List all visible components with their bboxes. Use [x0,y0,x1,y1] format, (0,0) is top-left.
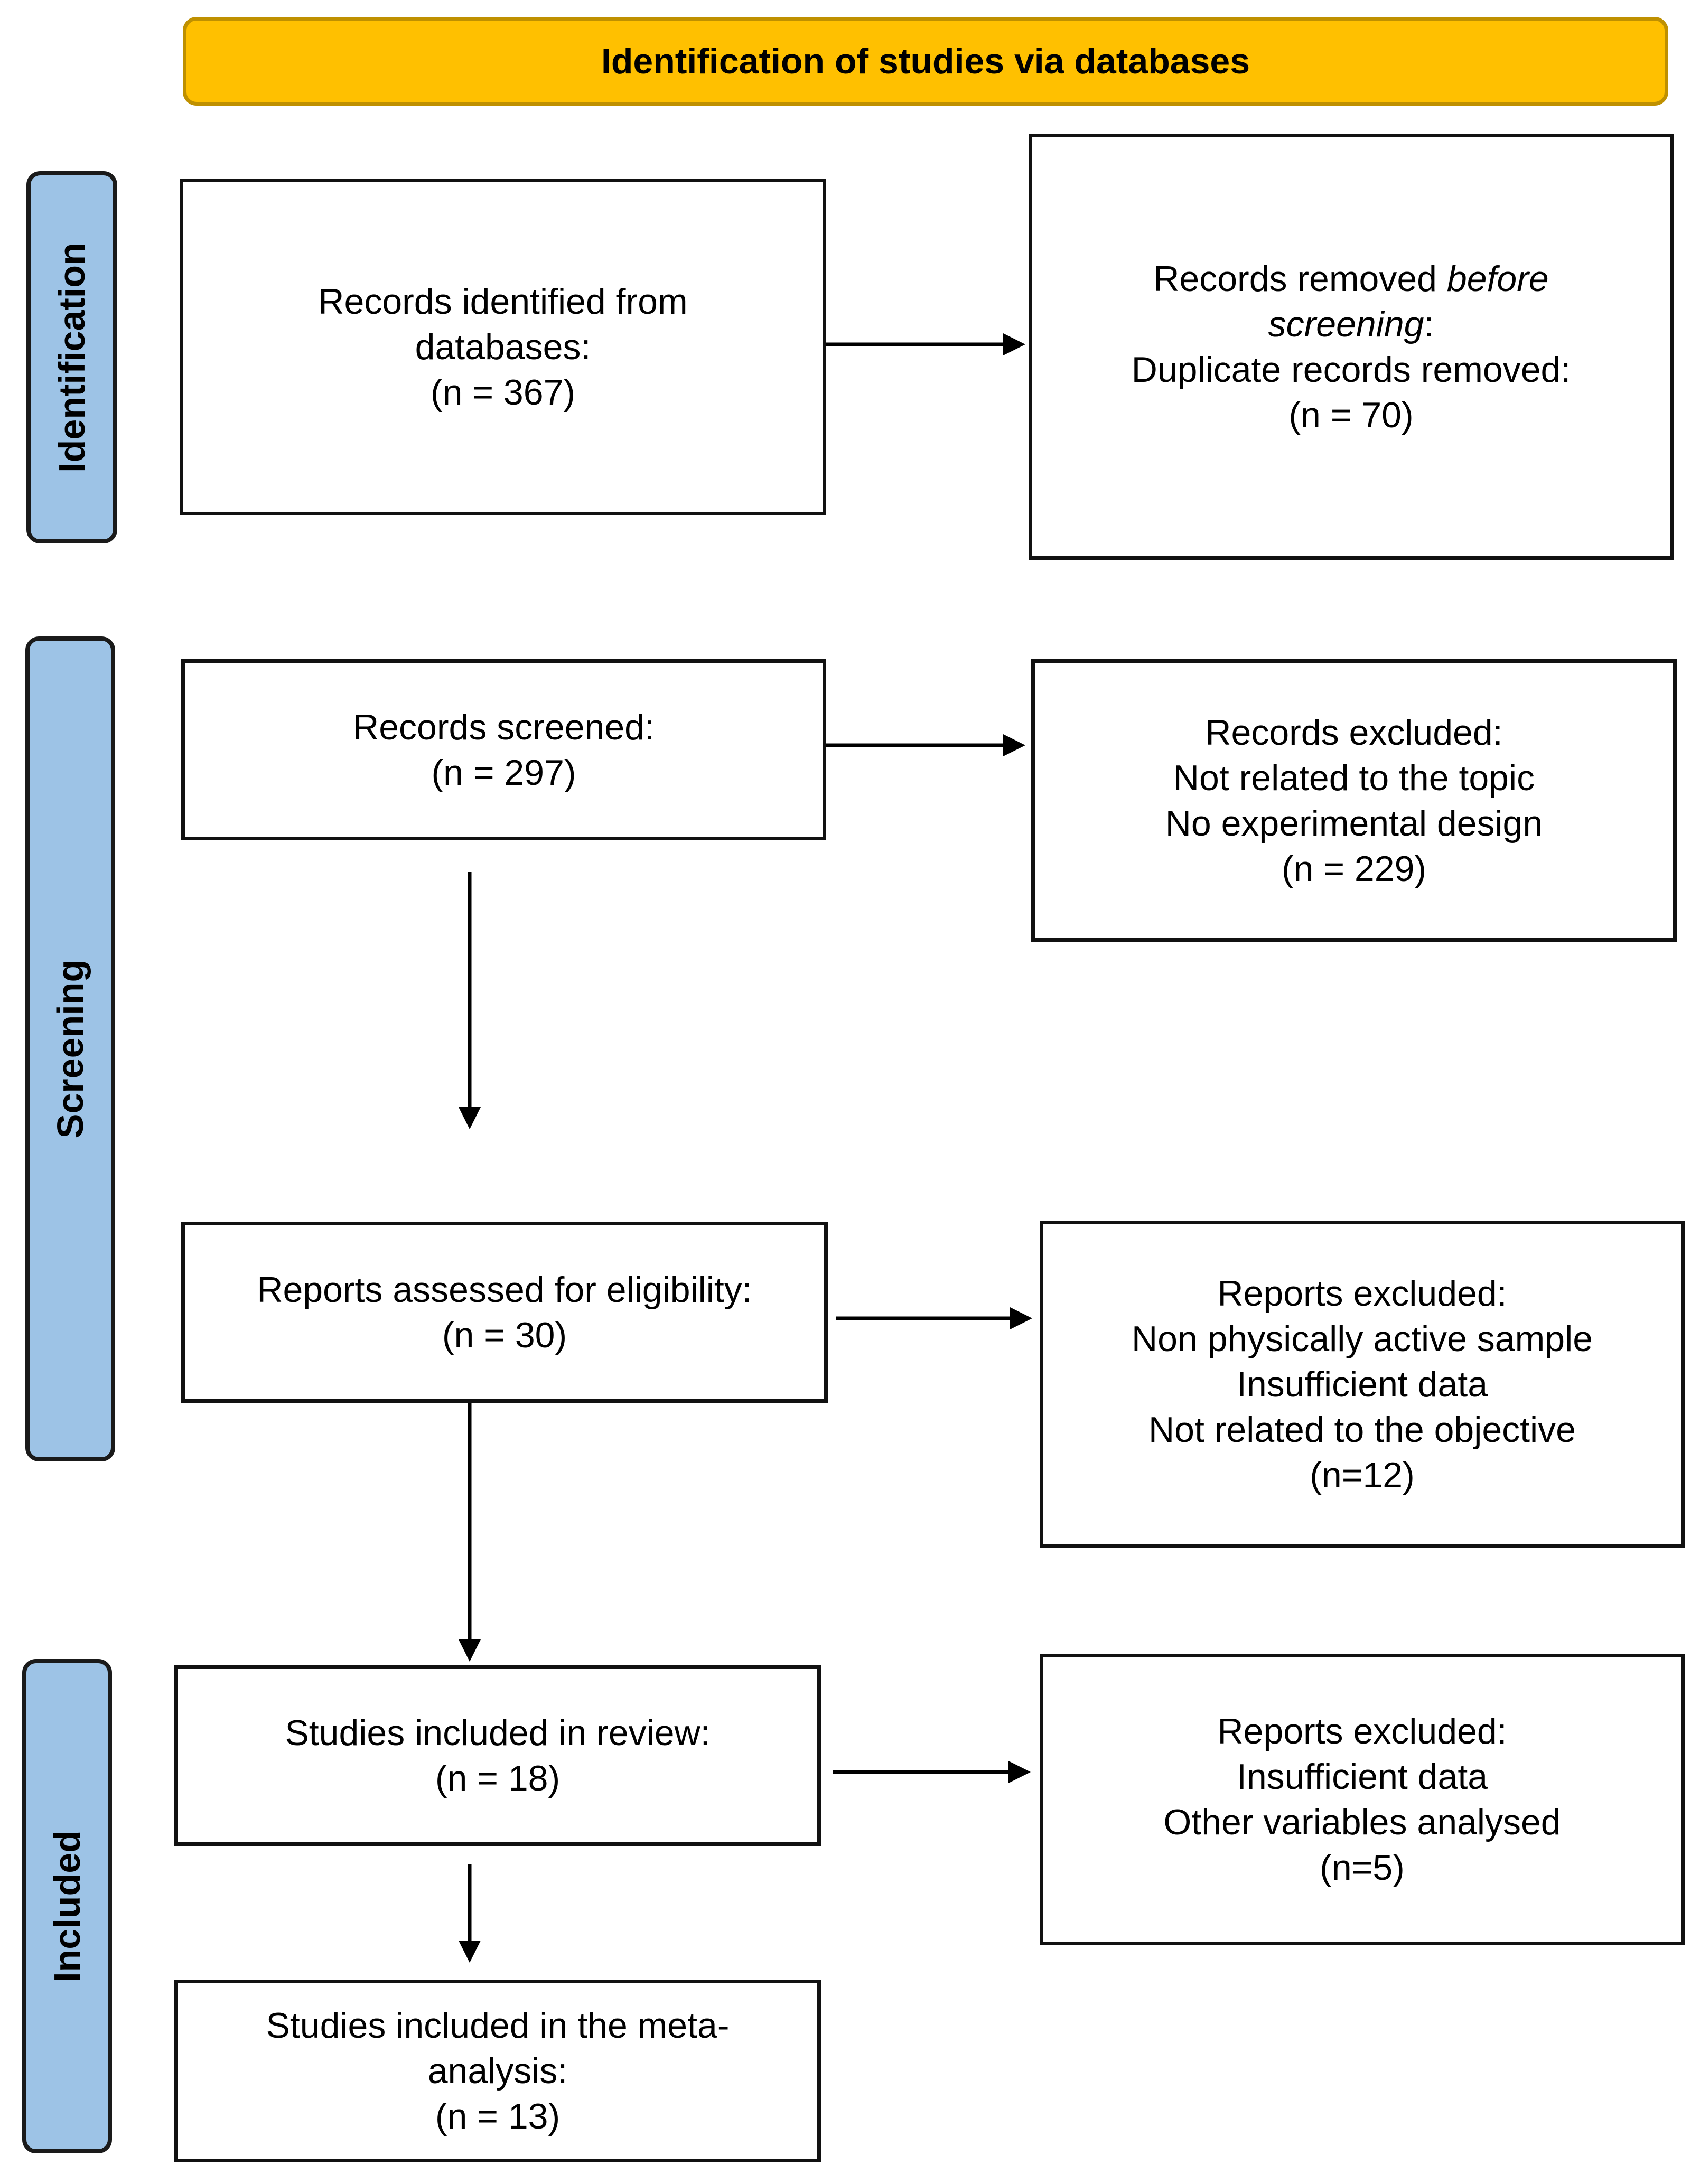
box-text: Records removed before [1153,256,1548,302]
box-text: Duplicate records removed: [1131,349,1571,390]
box-records-removed: Records removed before screening: Duplic… [1029,134,1674,560]
box-text: (n = 367) [430,372,576,413]
box-text: (n=5) [1320,1848,1405,1888]
box-text: (n = 18) [435,1758,561,1798]
text-segment: : [1424,304,1434,344]
box-reports-excluded-2: Reports excluded: Insufficient data Othe… [1040,1654,1685,1945]
box-text: Studies included in the meta- [266,2005,730,2046]
box-text: Records screened: [353,707,655,747]
box-studies-meta: Studies included in the meta- analysis: … [174,1980,821,2162]
box-text: databases: [415,327,591,367]
phase-identification: Identification [26,171,117,543]
box-text: No experimental design [1165,803,1543,843]
box-records-excluded: Records excluded: Not related to the top… [1031,659,1677,942]
box-text: screening: [1268,302,1434,347]
box-text: Not related to the topic [1173,757,1535,798]
header-banner: Identification of studies via databases [183,17,1668,106]
box-records-identified: Records identified from databases: (n = … [180,179,826,515]
text-segment-italic: screening [1268,304,1424,344]
box-records-screened: Records screened: (n = 297) [181,659,826,840]
header-title: Identification of studies via databases [601,41,1250,81]
box-text: (n = 13) [435,2096,561,2136]
phase-included: Included [22,1659,112,2153]
box-text: Non physically active sample [1131,1319,1593,1359]
text-segment-italic: before [1446,258,1549,299]
box-text: Studies included in review: [285,1712,711,1753]
box-text: (n=12) [1310,1455,1415,1495]
box-text: (n = 229) [1281,848,1427,889]
box-reports-assessed: Reports assessed for eligibility: (n = 3… [181,1222,828,1403]
box-text: Reports excluded: [1217,1273,1507,1314]
box-text: Records excluded: [1205,712,1503,753]
box-studies-review: Studies included in review: (n = 18) [174,1665,821,1846]
box-reports-excluded-1: Reports excluded: Non physically active … [1040,1221,1685,1548]
box-text: analysis: [427,2051,568,2091]
text-segment: Records removed [1153,258,1447,299]
box-text: Insufficient data [1236,1757,1488,1797]
box-text: (n = 30) [442,1315,567,1355]
box-text: Insufficient data [1236,1364,1488,1404]
box-text: (n = 297) [431,752,576,793]
box-text: Not related to the objective [1148,1410,1576,1450]
box-text: Records identified from [318,282,688,322]
box-text: (n = 70) [1288,395,1414,435]
phase-screening: Screening [25,636,115,1461]
box-text: Reports assessed for eligibility: [257,1269,752,1310]
box-text: Reports excluded: [1217,1711,1507,1751]
box-text: Other variables analysed [1163,1802,1561,1842]
